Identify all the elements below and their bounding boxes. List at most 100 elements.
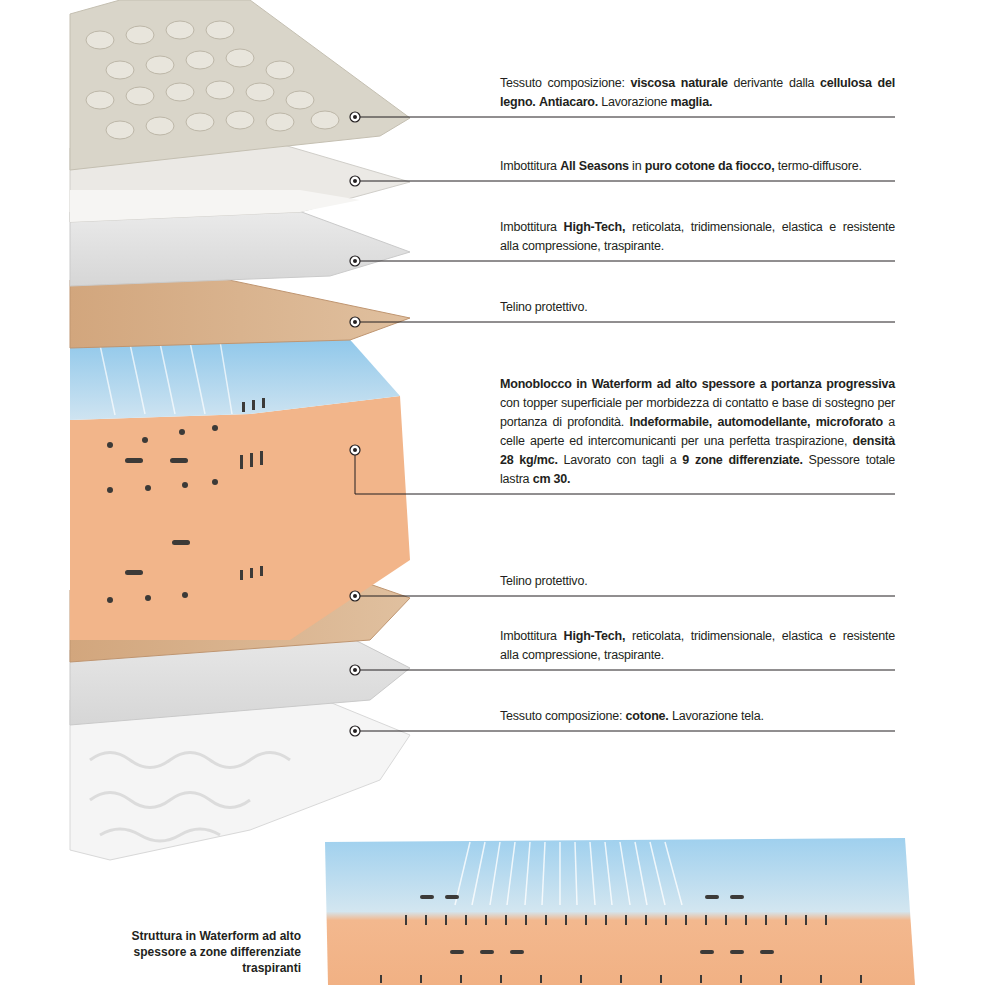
text-run: tridimensionale, bbox=[691, 629, 775, 643]
text-run: celle bbox=[500, 434, 525, 448]
text-run: di bbox=[552, 415, 561, 429]
callout-text: Monoblocco in Waterform ad alto spessore… bbox=[500, 375, 895, 489]
top-telino bbox=[70, 276, 410, 348]
top-fabric bbox=[70, 0, 410, 170]
text-run: Seasons bbox=[579, 159, 629, 173]
text-run: protettivo. bbox=[535, 300, 588, 314]
text-run: del bbox=[878, 76, 895, 90]
text-run: 9 bbox=[682, 453, 689, 467]
text-run: kg/mc. bbox=[519, 453, 557, 467]
text-run: con bbox=[500, 396, 520, 410]
text-run: per bbox=[681, 434, 698, 448]
leader-lines bbox=[355, 117, 895, 731]
text-run: composizione: bbox=[547, 76, 624, 90]
text-run: traspirante. bbox=[604, 648, 664, 662]
text-run: puro bbox=[645, 159, 672, 173]
text-run: lastra bbox=[500, 472, 529, 486]
callout-text: Telino protettivo. bbox=[500, 298, 895, 317]
text-run: progressiva bbox=[826, 377, 895, 391]
caption: Struttura in Waterform ad alto spessore … bbox=[125, 928, 301, 976]
text-run: tridimensionale, bbox=[691, 220, 775, 234]
text-run: composizione: bbox=[545, 709, 622, 723]
text-run: Lavorato bbox=[564, 453, 611, 467]
text-run: cm bbox=[533, 472, 551, 486]
text-run: morbidezza bbox=[646, 396, 709, 410]
text-run: ed bbox=[569, 434, 583, 448]
text-run: a bbox=[670, 453, 677, 467]
text-run: aperte bbox=[530, 434, 564, 448]
text-run: alla bbox=[500, 648, 519, 662]
text-run: traspirante. bbox=[604, 239, 664, 253]
text-run: alto bbox=[676, 377, 697, 391]
text-run: una bbox=[704, 434, 724, 448]
text-run: Monoblocco bbox=[500, 377, 572, 391]
text-run: microforato bbox=[816, 415, 883, 429]
text-run: Imbottitura bbox=[500, 159, 557, 173]
text-run: viscosa bbox=[631, 76, 675, 90]
text-run: intercomunicanti bbox=[588, 434, 676, 448]
text-run: di bbox=[712, 396, 721, 410]
text-run: derivante bbox=[734, 76, 784, 90]
text-run: differenziate. bbox=[728, 453, 802, 467]
text-run: compressione, bbox=[522, 239, 601, 253]
text-run: protettivo. bbox=[535, 574, 588, 588]
text-run: legno. bbox=[500, 95, 536, 109]
text-run: fiocco, bbox=[736, 159, 775, 173]
text-run: cotone. bbox=[626, 709, 669, 723]
callout-text: Imbottitura All Seasons in puro cotone d… bbox=[500, 157, 895, 176]
text-run: spessore bbox=[702, 377, 755, 391]
text-run: elastica bbox=[782, 220, 823, 234]
text-run: Spessore bbox=[809, 453, 860, 467]
text-run: cotone bbox=[675, 159, 715, 173]
text-run: resistente bbox=[843, 629, 895, 643]
text-run: Indeformabile, bbox=[629, 415, 712, 429]
text-run: a bbox=[888, 415, 895, 429]
zoned-foam-block bbox=[325, 838, 915, 985]
text-run: e bbox=[829, 629, 836, 643]
foam-block bbox=[70, 334, 410, 640]
text-run: in bbox=[576, 377, 587, 391]
callout-text: Telino protettivo. bbox=[500, 572, 895, 591]
text-run: di bbox=[812, 396, 821, 410]
text-run: cellulosa bbox=[820, 76, 872, 90]
text-run: portanza bbox=[771, 377, 822, 391]
text-run: per bbox=[878, 396, 895, 410]
text-run: densità bbox=[853, 434, 895, 448]
text-run: totale bbox=[866, 453, 895, 467]
text-run: portanza bbox=[500, 415, 547, 429]
text-run: Antiacaro. bbox=[539, 95, 598, 109]
text-run: e bbox=[829, 220, 836, 234]
text-run: automodellante, bbox=[717, 415, 810, 429]
text-run: Tessuto bbox=[500, 76, 542, 90]
text-run: Telino bbox=[500, 300, 531, 314]
text-run: traspirazione, bbox=[775, 434, 847, 448]
text-run: Tessuto bbox=[500, 709, 542, 723]
text-run: base bbox=[782, 396, 808, 410]
callout-text: Tessuto composizione: viscosa naturale d… bbox=[500, 74, 895, 112]
text-run: Lavorazione bbox=[672, 709, 738, 723]
text-run: a bbox=[760, 377, 767, 391]
text-run: reticolata, bbox=[632, 220, 684, 234]
text-run: 28 bbox=[500, 453, 514, 467]
text-run: contatto bbox=[725, 396, 768, 410]
text-run: naturale bbox=[681, 76, 728, 90]
text-run: reticolata, bbox=[632, 629, 684, 643]
text-run: Waterform bbox=[592, 377, 652, 391]
text-run: compressione, bbox=[522, 648, 601, 662]
callout-text: Imbottitura High-Tech, reticolata, tridi… bbox=[500, 218, 895, 256]
text-run: ad bbox=[657, 377, 671, 391]
text-run: High-Tech, bbox=[564, 629, 626, 643]
callout-text: Imbottitura High-Tech, reticolata, tridi… bbox=[500, 627, 895, 665]
text-run: dalla bbox=[789, 76, 814, 90]
text-run: con bbox=[617, 453, 637, 467]
callout-text: Tessuto composizione: cotone. Lavorazion… bbox=[500, 707, 895, 726]
callout-dots bbox=[350, 112, 360, 736]
text-run: 30. bbox=[554, 472, 571, 486]
text-run: Imbottitura bbox=[500, 220, 557, 234]
text-run: All bbox=[560, 159, 575, 173]
text-run: alla bbox=[500, 239, 519, 253]
text-run: perfetta bbox=[729, 434, 770, 448]
text-run: zone bbox=[695, 453, 723, 467]
text-run: maglia. bbox=[671, 95, 713, 109]
